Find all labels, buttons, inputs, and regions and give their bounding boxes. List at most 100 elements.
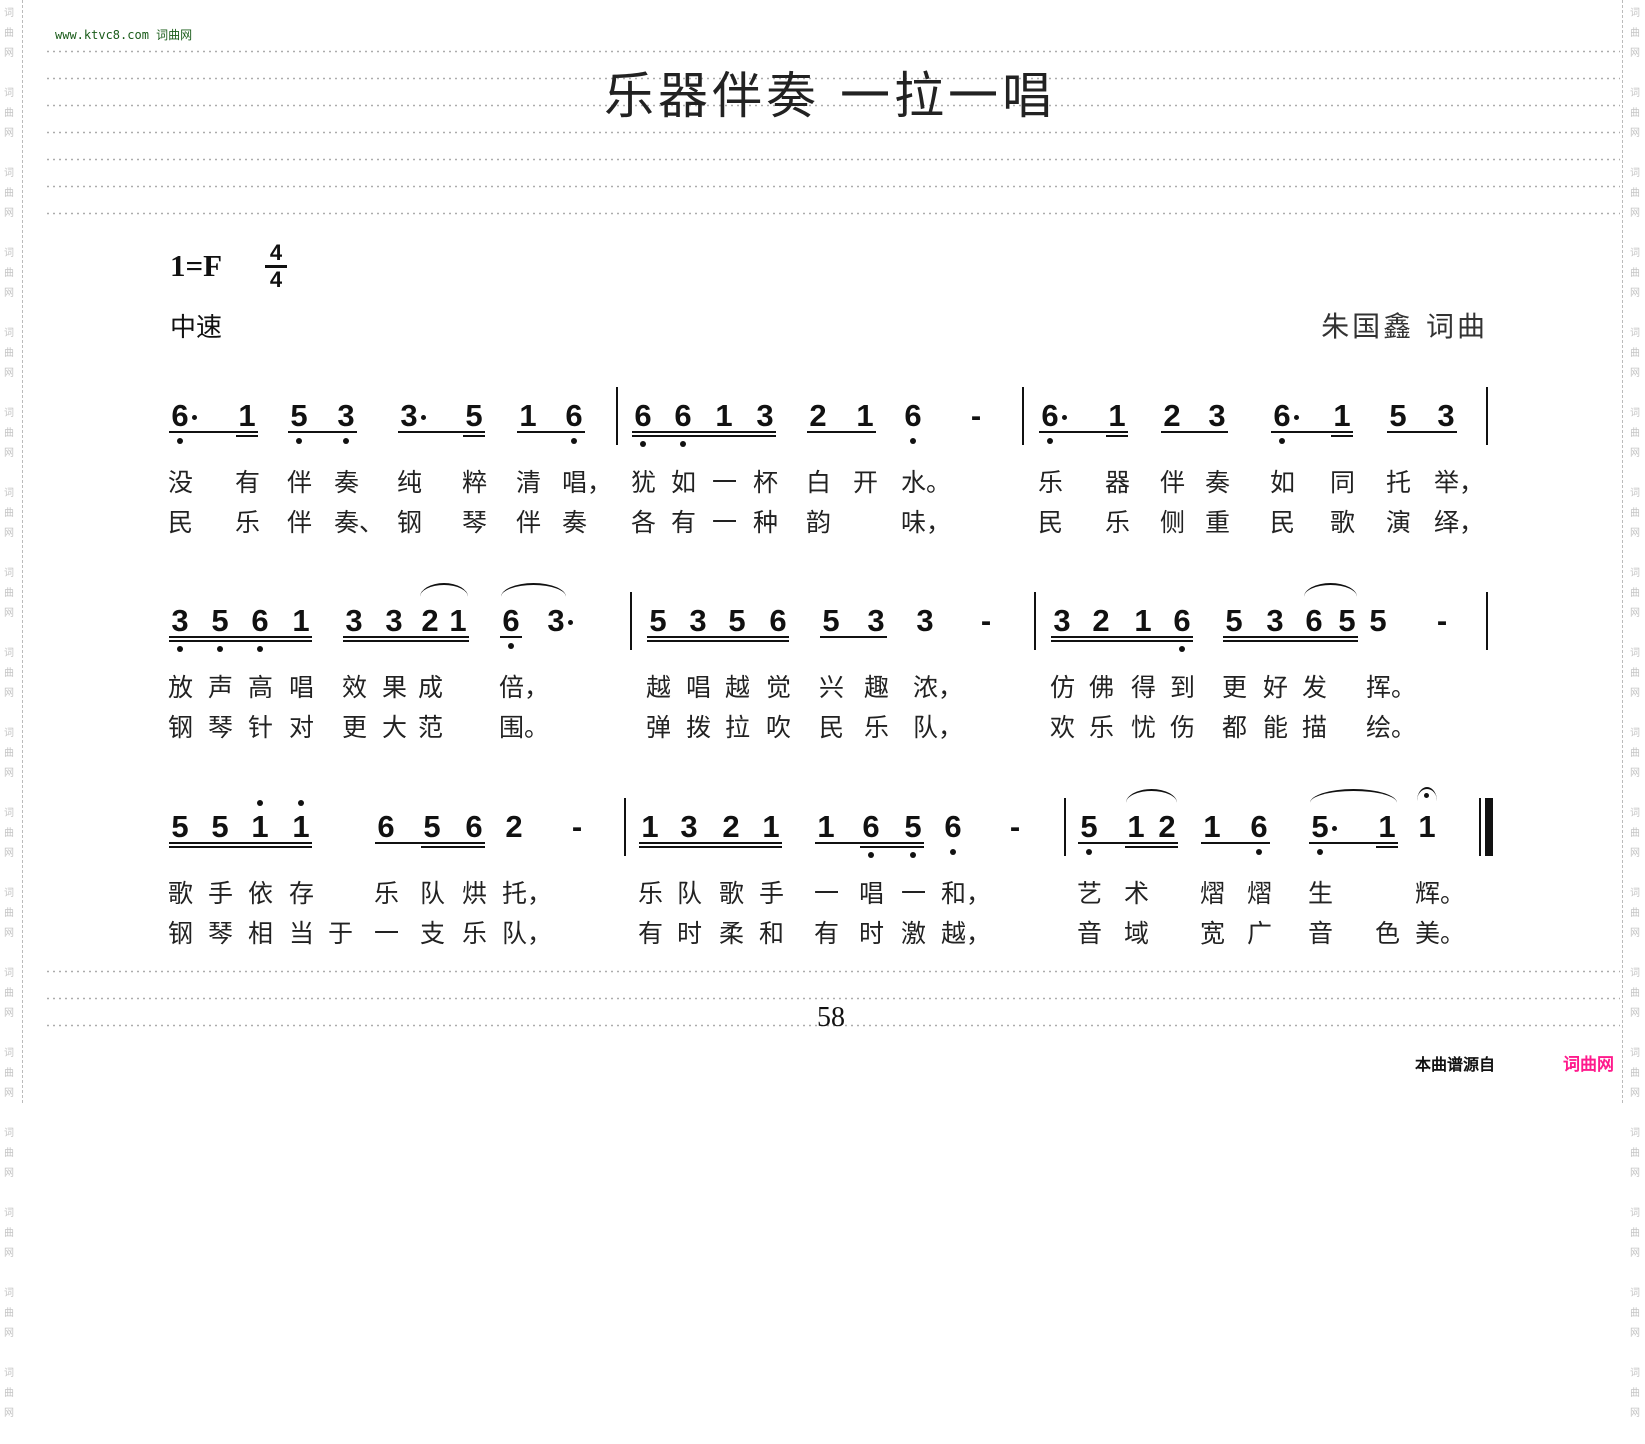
note: 3 (916, 603, 934, 638)
note: 3 (385, 603, 403, 638)
note: 1 (762, 809, 780, 844)
watermark-char: 网 (1630, 1088, 1640, 1099)
note: 5 (290, 398, 308, 433)
lyric-syllable: 吹 (766, 713, 806, 742)
underline-beam (375, 842, 485, 844)
lyric-syllable: 钢 (168, 919, 208, 948)
underline-beam (639, 842, 782, 844)
note: 6 (1173, 603, 1191, 638)
lyric-syllable: 唱 (686, 673, 726, 702)
watermark-char: 曲 (1630, 28, 1640, 39)
left-dashed-border (22, 0, 23, 1103)
dash-extension: - (571, 809, 583, 844)
watermark-char: 网 (1630, 688, 1640, 699)
note: 1 (1134, 603, 1152, 638)
note: 6 (944, 809, 962, 844)
underline-beam (815, 842, 924, 844)
watermark-char: 曲 (1630, 188, 1640, 199)
watermark-char: 网 (1630, 1328, 1640, 1339)
watermark-char: 词 (4, 8, 14, 19)
underline-beam-second (463, 435, 485, 437)
note: 5 (1080, 809, 1098, 844)
lyric-syllable: 手 (208, 879, 248, 908)
watermark-char: 曲 (1630, 1068, 1640, 1079)
lyric-syllable: 效 (342, 673, 382, 702)
lyric-syllable: 有 (638, 919, 678, 948)
underline-beam (1201, 842, 1270, 844)
note: 1 (251, 809, 269, 844)
note: 2 (809, 398, 827, 433)
note: 6 (465, 809, 483, 844)
slur-arc (501, 583, 566, 597)
lyric-syllable: 琴 (208, 919, 248, 948)
watermark-char: 词 (1630, 888, 1640, 899)
watermark-char: 曲 (1630, 748, 1640, 759)
lyric-syllable: 绎， (1434, 508, 1485, 537)
lyric-syllable: 拉 (725, 713, 765, 742)
watermark-char: 曲 (4, 1148, 14, 1159)
note: 5 (904, 809, 922, 844)
watermark-char: 曲 (1630, 588, 1640, 599)
lyric-syllable: 伴 (287, 468, 327, 497)
lyric-syllable: 粹 (462, 468, 502, 497)
watermark-char: 曲 (4, 108, 14, 119)
lyric-syllable: 仿 (1050, 673, 1090, 702)
note: 5 (1389, 398, 1407, 433)
lyric-syllable: 队， (913, 713, 964, 742)
lyric-syllable: 伴 (287, 508, 327, 537)
dash-extension: - (980, 603, 992, 638)
underline-beam-second (1051, 640, 1193, 642)
lyric-syllable: 描 (1302, 713, 1342, 742)
source-site-link[interactable]: 词曲网 (1563, 1055, 1614, 1075)
watermark-char: 曲 (4, 188, 14, 199)
underline-beam (343, 636, 469, 638)
watermark-char: 网 (4, 1168, 14, 1179)
site-watermark[interactable]: www.ktvc8.com 词曲网 (55, 26, 192, 43)
watermark-char: 曲 (1630, 1388, 1640, 1399)
low-octave-dot (1047, 438, 1053, 444)
watermark-char: 曲 (1630, 828, 1640, 839)
watermark-char: 词 (4, 728, 14, 739)
lyric-syllable: 音 (1077, 919, 1117, 948)
watermark-char: 曲 (1630, 1308, 1640, 1319)
note: 6 (904, 398, 922, 433)
note: 3 (689, 603, 707, 638)
lyric-syllable: 艺 (1077, 879, 1117, 908)
watermark-char: 曲 (1630, 1228, 1640, 1239)
watermark-char: 网 (1630, 448, 1640, 459)
time-signature-bottom: 4 (269, 267, 283, 292)
right-watermark-strip: 词曲网词曲网词曲网词曲网词曲网词曲网词曲网词曲网词曲网词曲网词曲网词曲网词曲网词… (1628, 4, 1642, 1444)
lyric-syllable: 手 (759, 879, 799, 908)
note: 2 (1158, 809, 1176, 844)
low-octave-dot (950, 849, 956, 855)
lyric-syllable: 范 (418, 713, 458, 742)
underline-beam (517, 431, 585, 433)
low-octave-dot (1086, 849, 1092, 855)
dotted-background-bottom (45, 958, 1620, 1038)
lyric-syllable: 针 (248, 713, 288, 742)
note: 2 (722, 809, 740, 844)
watermark-char: 词 (4, 1128, 14, 1139)
watermark-char: 词 (1630, 88, 1640, 99)
lyric-syllable: 时 (677, 919, 717, 948)
underline-beam-second (632, 435, 776, 437)
watermark-char: 曲 (4, 268, 14, 279)
lyric-syllable: 辉。 (1415, 879, 1466, 908)
note: 1 (292, 809, 310, 844)
low-octave-dot (1279, 438, 1285, 444)
lyric-syllable: 大 (382, 713, 422, 742)
note: 5 (1311, 809, 1329, 844)
low-octave-dot (910, 852, 916, 858)
lyric-syllable: 一 (814, 879, 854, 908)
watermark-char: 词 (1630, 328, 1640, 339)
note: 1 (817, 809, 835, 844)
note: 1 (1127, 809, 1145, 844)
note: 3 (1208, 398, 1226, 433)
watermark-char: 曲 (1630, 668, 1640, 679)
underline-beam (1223, 636, 1358, 638)
tempo-marking: 中速 (170, 313, 223, 343)
watermark-char: 曲 (4, 748, 14, 759)
lyric-syllable: 浓， (913, 673, 964, 702)
watermark-char: 词 (1630, 1208, 1640, 1219)
lyric-syllable: 域 (1124, 919, 1164, 948)
